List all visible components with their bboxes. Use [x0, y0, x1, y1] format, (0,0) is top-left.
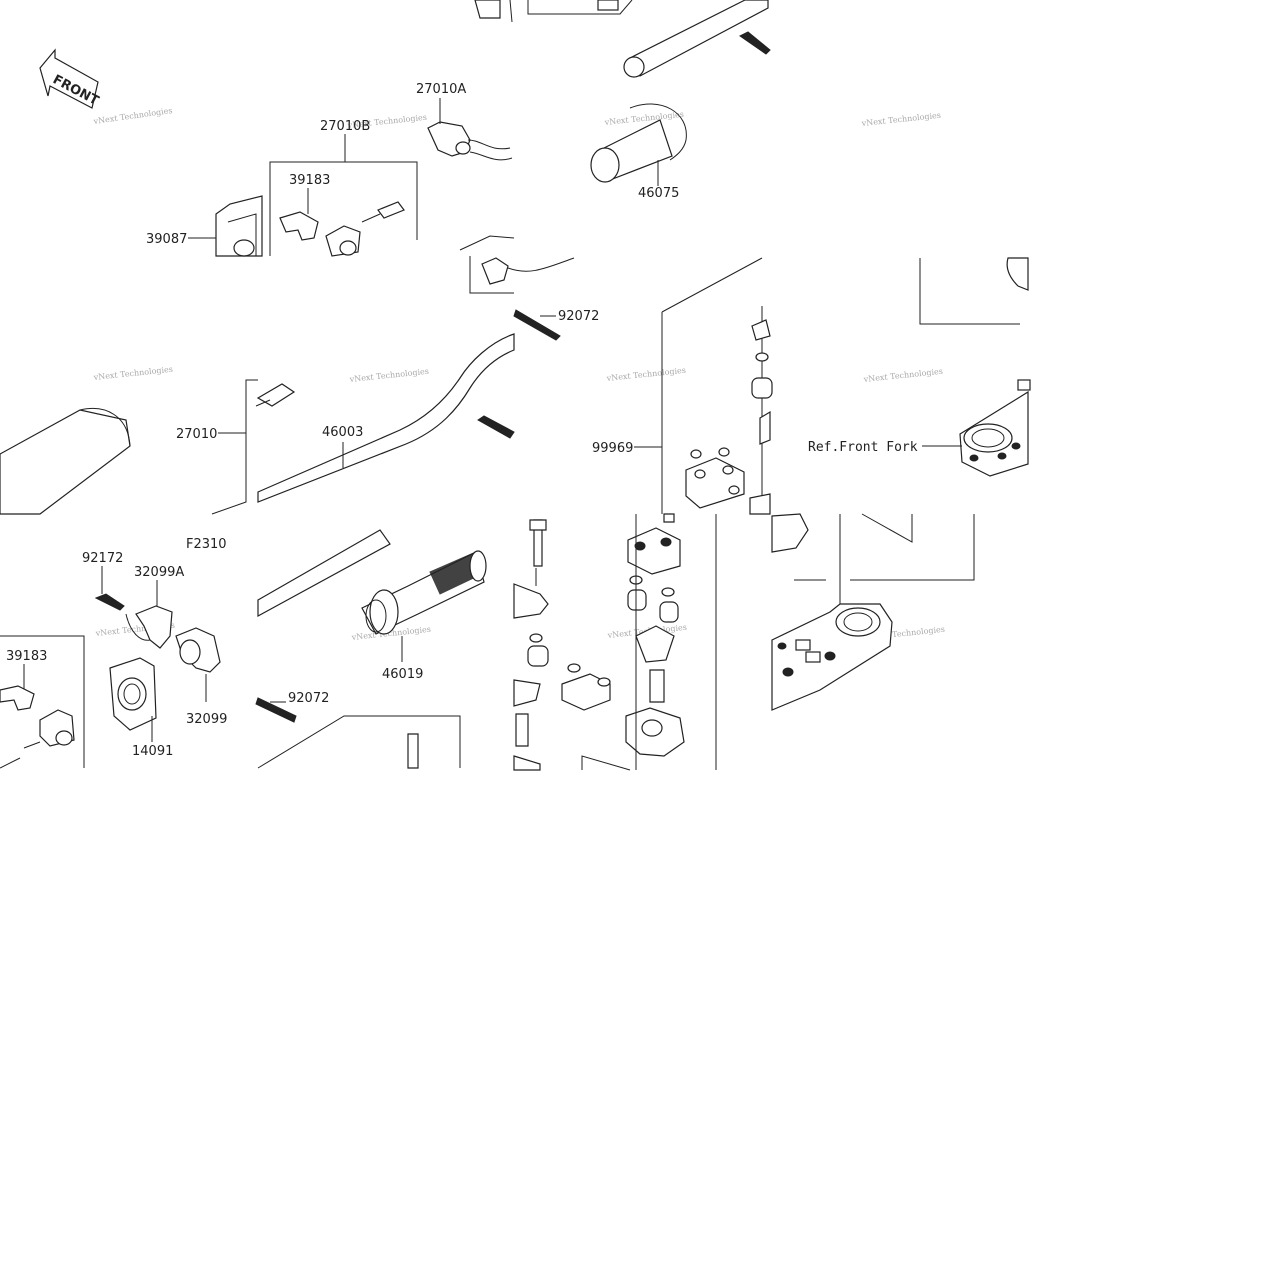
clamp-column-upper — [685, 306, 773, 515]
watermark: vNext Technologies — [92, 106, 173, 126]
front-arrow-icon: FRONT — [39, 48, 101, 109]
label-27010B: 27010B — [320, 119, 370, 134]
label-92072-a: 92072 — [558, 309, 599, 324]
clamp-column-lower — [513, 519, 549, 771]
watermarks: vNext Technologies vNext Technologies vN… — [92, 106, 945, 642]
watermark: vNext Technologies — [862, 367, 943, 384]
watermark: vNext Technologies — [605, 366, 686, 383]
switch-27010A — [427, 98, 513, 161]
handlebar-46003 — [257, 333, 515, 503]
label-46003: 46003 — [322, 425, 363, 440]
watermark: vNext Technologies — [603, 110, 684, 127]
label-39183-bottom: 39183 — [6, 649, 47, 664]
watermark: vNext Technologies — [348, 367, 429, 384]
label-99969: 99969 — [592, 441, 633, 456]
label-27010: 27010 — [176, 427, 217, 442]
cable-tie-92072-a — [513, 309, 561, 341]
label-92072-b: 92072 — [288, 691, 329, 706]
watermark: vNext Technologies — [860, 111, 941, 128]
figure-code: F2310 — [186, 537, 227, 552]
label-39183-top: 39183 — [289, 173, 330, 188]
fork-clamp-ref — [922, 379, 1031, 477]
handlebar-end-tube — [623, 0, 771, 78]
label-32099: 32099 — [186, 712, 227, 727]
label-39087: 39087 — [146, 232, 187, 247]
label-46019: 46019 — [382, 667, 423, 682]
label-14091: 14091 — [132, 744, 173, 759]
label-46075: 46075 — [638, 186, 679, 201]
throttle-grip-46019 — [257, 529, 487, 662]
cover-27010 — [0, 408, 131, 515]
label-92172: 92172 — [82, 551, 123, 566]
label-27010A: 27010A — [416, 82, 466, 97]
riser-clamp-parts — [561, 513, 717, 771]
triple-clamp — [771, 513, 975, 711]
grip-46075 — [590, 103, 687, 186]
watermark: vNext Technologies — [92, 365, 173, 382]
label-32099A: 32099A — [134, 565, 184, 580]
label-ref-front-fork: Ref.Front Fork — [808, 440, 918, 455]
